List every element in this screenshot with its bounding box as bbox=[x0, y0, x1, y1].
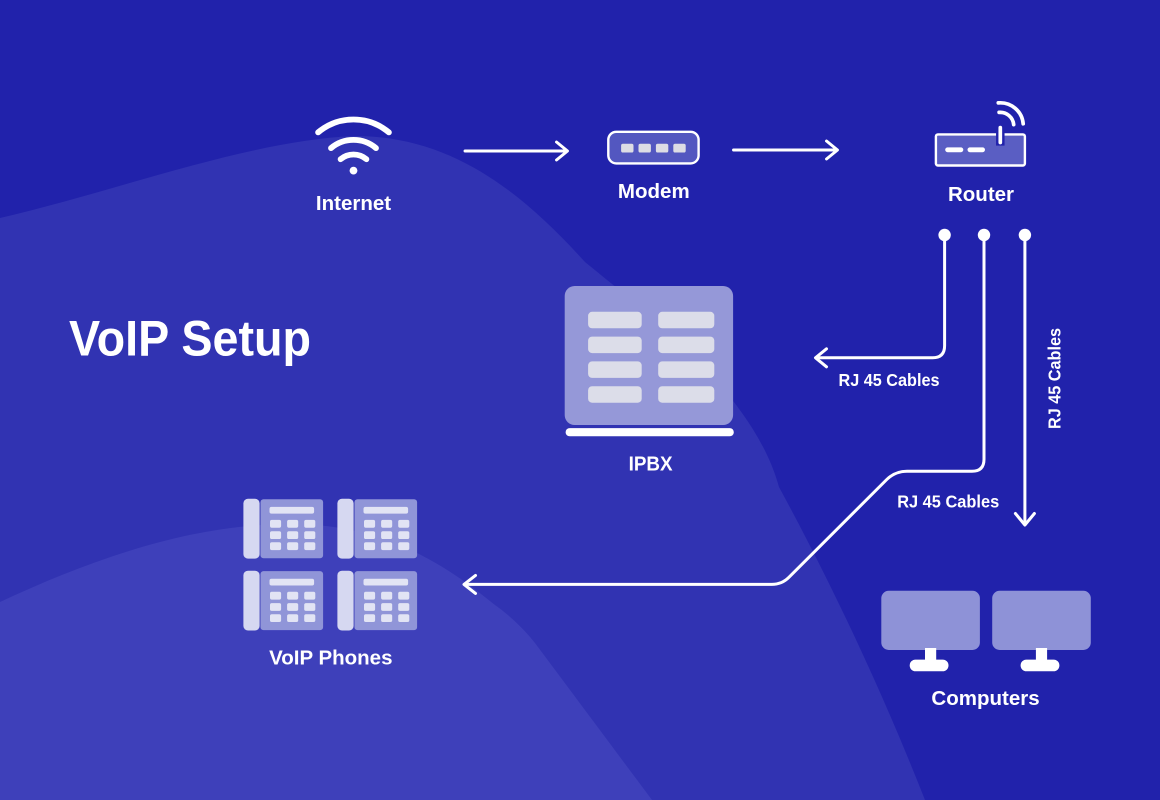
svg-text:RJ 45 Cables: RJ 45 Cables bbox=[1045, 328, 1065, 429]
svg-text:RJ 45 Cables: RJ 45 Cables bbox=[839, 370, 940, 390]
svg-text:Modem: Modem bbox=[618, 180, 690, 203]
svg-text:Router: Router bbox=[948, 183, 1014, 206]
svg-text:Computers: Computers bbox=[931, 687, 1039, 710]
svg-text:VoIP Setup: VoIP Setup bbox=[69, 311, 311, 367]
svg-text:VoIP Phones: VoIP Phones bbox=[269, 647, 392, 670]
svg-text:RJ 45 Cables: RJ 45 Cables bbox=[897, 492, 999, 512]
svg-text:Internet: Internet bbox=[316, 192, 391, 215]
svg-text:IPBX: IPBX bbox=[629, 453, 673, 476]
